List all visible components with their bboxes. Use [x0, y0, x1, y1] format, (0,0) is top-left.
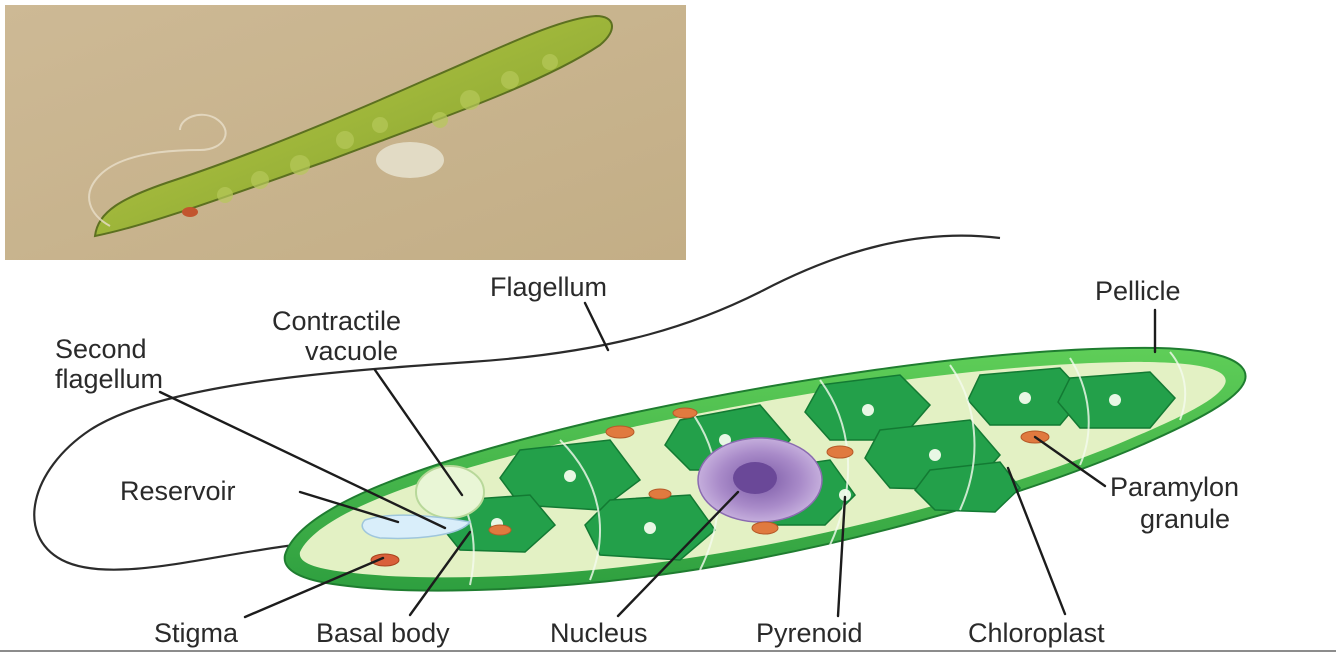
bottom-divider [0, 650, 1336, 652]
label-second-flagellum-1: Second [55, 334, 147, 364]
label-second-flagellum-2: flagellum [55, 364, 163, 394]
label-flagellum: Flagellum [490, 272, 607, 302]
leader-chloroplast [1008, 468, 1065, 614]
nucleolus-shape [733, 462, 777, 494]
label-contractile-vacuole-2: vacuole [305, 336, 398, 366]
stigma-shape [371, 554, 399, 566]
label-paramylon-1: Paramylon [1110, 472, 1239, 502]
euglena-cell-illustration [285, 348, 1246, 591]
label-paramylon-2: granule [1140, 504, 1230, 534]
contractile-vacuole-shape [416, 466, 484, 518]
label-pellicle: Pellicle [1095, 276, 1181, 306]
leader-flagellum [585, 303, 608, 350]
euglena-micrograph [5, 5, 686, 260]
label-stigma: Stigma [154, 618, 239, 648]
micrograph-stigma [182, 207, 198, 217]
label-pyrenoid: Pyrenoid [756, 618, 863, 648]
label-contractile-vacuole-1: Contractile [272, 306, 401, 336]
label-reservoir: Reservoir [120, 476, 236, 506]
leader-second-flagellum [160, 392, 445, 528]
label-nucleus: Nucleus [550, 618, 648, 648]
label-chloroplast: Chloroplast [968, 618, 1105, 648]
micrograph-nucleus [376, 142, 444, 178]
label-basal-body: Basal body [316, 618, 450, 648]
